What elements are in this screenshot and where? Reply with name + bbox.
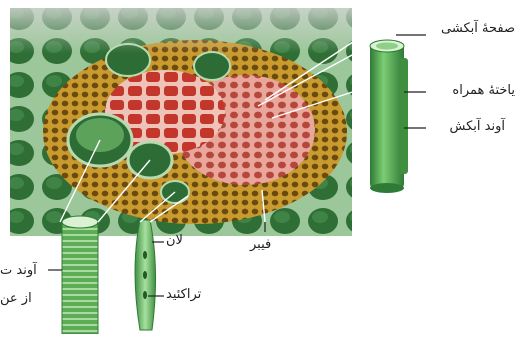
pit-2 xyxy=(143,271,147,279)
vessel-top xyxy=(62,216,98,228)
companion-cell xyxy=(400,58,408,174)
sieve-plate-pores xyxy=(376,43,398,50)
label-pit: لان xyxy=(166,234,183,247)
vessel-body xyxy=(62,222,98,334)
sieve-tube-bottom xyxy=(370,183,404,193)
label-vessel-line1: آوند ت xyxy=(0,264,37,277)
vessel-cell-top-right xyxy=(194,52,230,80)
label-sieve-plate: صفحهٔ آبکشی xyxy=(441,22,515,35)
label-vessel-line2: از عن xyxy=(0,292,32,305)
label-tracheid: تراکئید xyxy=(166,288,201,301)
label-fiber: فیبر xyxy=(250,238,271,251)
micrograph xyxy=(10,8,352,236)
vessel-figure xyxy=(62,216,98,334)
sieve-tube-body xyxy=(370,44,404,188)
sieve-tube-figure xyxy=(370,40,408,193)
pit-3 xyxy=(143,291,147,299)
vessel-cell-inner xyxy=(76,118,124,152)
pit-1 xyxy=(143,251,147,259)
top-fade xyxy=(10,8,352,53)
tracheid-figure xyxy=(135,220,156,330)
label-companion-cell: یاختهٔ همراه xyxy=(452,84,515,97)
label-sieve-tube: آوند آبکش xyxy=(450,120,505,133)
